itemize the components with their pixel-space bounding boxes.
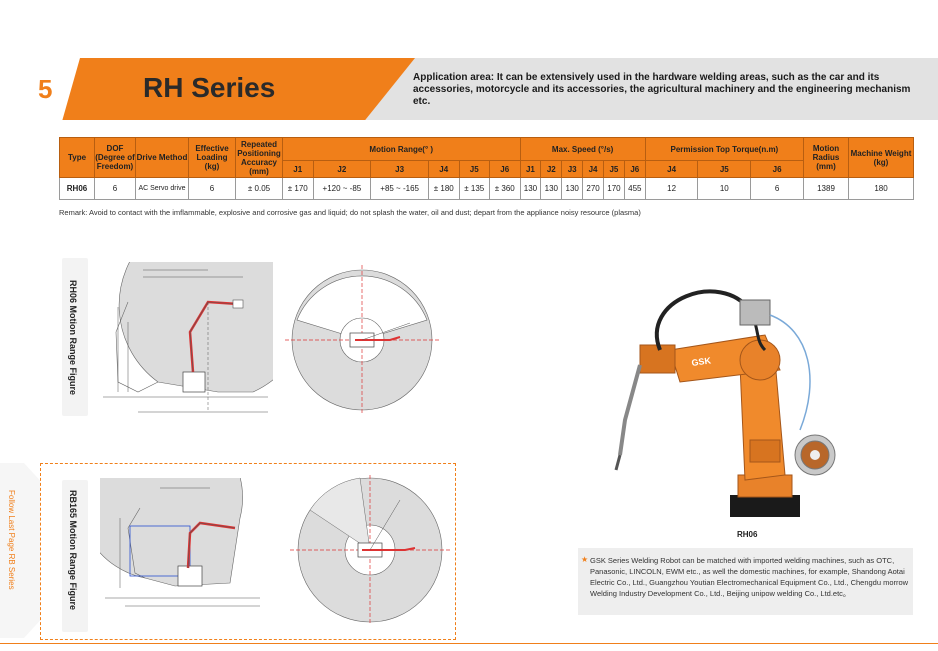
th-torque: Permission Top Torque(n.m) xyxy=(644,137,805,161)
rb165-figure-frame xyxy=(40,463,456,640)
cell-speed-j6: 455 xyxy=(623,177,646,200)
cell-motion-j2: +120 ~ -85 xyxy=(312,177,372,200)
th-torque-j4: J4 xyxy=(644,160,699,178)
cell-motion-j1: ± 170 xyxy=(282,177,314,200)
th-weight: Machine Weight (kg) xyxy=(848,137,914,178)
th-motion-j5: J5 xyxy=(458,160,490,178)
cell-speed-j5: 170 xyxy=(603,177,625,200)
th-accuracy: Repeated Positioning Accuracy (mm) xyxy=(235,137,283,178)
th-torque-j5: J5 xyxy=(697,160,752,178)
rb165-top-view-drawing xyxy=(290,475,450,625)
rh06-top-view-drawing xyxy=(285,265,440,415)
cell-type: RH06 xyxy=(59,177,95,200)
star-icon: ★ xyxy=(581,555,589,564)
cell-torque-j4: 12 xyxy=(644,177,699,200)
application-text: Application area: It can be extensively … xyxy=(413,72,911,107)
spec-table: Type DOF (Degree of Freedom) Drive Metho… xyxy=(59,137,914,200)
cell-speed-j1: 130 xyxy=(519,177,542,200)
rh06-figure-label: RH06 Motion Range Figure xyxy=(68,280,78,396)
th-speed-j1: J1 xyxy=(519,160,542,178)
th-dof: DOF (Degree of Freedom) xyxy=(94,137,136,178)
table-header-row: Type DOF (Degree of Freedom) Drive Metho… xyxy=(59,137,914,178)
th-type: Type xyxy=(59,137,95,178)
table-row: RH06 6 AC Servo drive 6 ± 0.05 ± 170 +12… xyxy=(59,177,914,200)
table-subheader-row: J1 J2 J3 J4 J5 J6 J1 J2 J3 J4 J5 J6 J4 J… xyxy=(60,160,914,178)
cell-torque-j5: 10 xyxy=(697,177,752,200)
cell-accuracy: ± 0.05 xyxy=(235,177,283,200)
rh06-figure-tab xyxy=(62,258,88,416)
rb165-figure-tab xyxy=(62,480,88,632)
section-number: 5 xyxy=(38,73,53,104)
cell-speed-j4: 270 xyxy=(582,177,604,200)
robot-image: GSK xyxy=(614,289,836,517)
th-speed-j4: J4 xyxy=(582,160,604,178)
cell-weight: 180 xyxy=(848,177,914,200)
note-text: GSK Series Welding Robot can be matched … xyxy=(590,556,909,598)
cell-motion-j5: ± 135 xyxy=(458,177,490,200)
th-torque-j6: J6 xyxy=(750,160,804,178)
rb165-side-view-drawing xyxy=(100,478,260,607)
th-speed-j3: J3 xyxy=(561,160,584,178)
th-max-speed: Max. Speed (°/s) xyxy=(519,137,646,161)
cell-torque-j6: 6 xyxy=(750,177,804,200)
th-speed-j5: J5 xyxy=(603,160,625,178)
cell-drive: AC Servo drive xyxy=(135,177,189,200)
th-drive: Drive Method xyxy=(135,137,189,178)
cell-radius: 1389 xyxy=(803,177,849,200)
th-motion-j6: J6 xyxy=(489,160,521,178)
cell-load: 6 xyxy=(188,177,236,200)
cell-motion-j6: ± 360 xyxy=(489,177,521,200)
cell-motion-j3: +85 ~ -165 xyxy=(370,177,429,200)
rh06-side-view-drawing xyxy=(103,262,273,413)
rb165-figure-label: RB165 Motion Range Figure xyxy=(68,490,78,611)
series-title: RH Series xyxy=(143,72,276,103)
cell-dof: 6 xyxy=(94,177,136,200)
th-motion-j4: J4 xyxy=(428,160,460,178)
th-motion-j2: J2 xyxy=(312,160,372,178)
follow-last-page-tab xyxy=(0,463,40,638)
th-speed-j2: J2 xyxy=(540,160,563,178)
cell-speed-j2: 130 xyxy=(540,177,563,200)
th-load: Effective Loading (kg) xyxy=(188,137,236,178)
th-motion-range: Motion Range(° ) xyxy=(282,137,521,161)
th-motion-j1: J1 xyxy=(282,160,314,178)
robot-brand-text: GSK xyxy=(691,355,712,368)
cell-motion-j4: ± 180 xyxy=(428,177,460,200)
bottom-rule xyxy=(0,643,938,644)
cell-speed-j3: 130 xyxy=(561,177,584,200)
note-box xyxy=(578,548,913,615)
th-motion-j3: J3 xyxy=(370,160,429,178)
th-radius: Motion Radius (mm) xyxy=(803,137,849,178)
th-speed-j6: J6 xyxy=(623,160,646,178)
robot-caption: RH06 xyxy=(737,530,758,539)
follow-last-page-label: Follow Last Page RB Series xyxy=(7,490,16,590)
remark-text: Remark: Avoid to contact with the imflam… xyxy=(59,208,641,217)
